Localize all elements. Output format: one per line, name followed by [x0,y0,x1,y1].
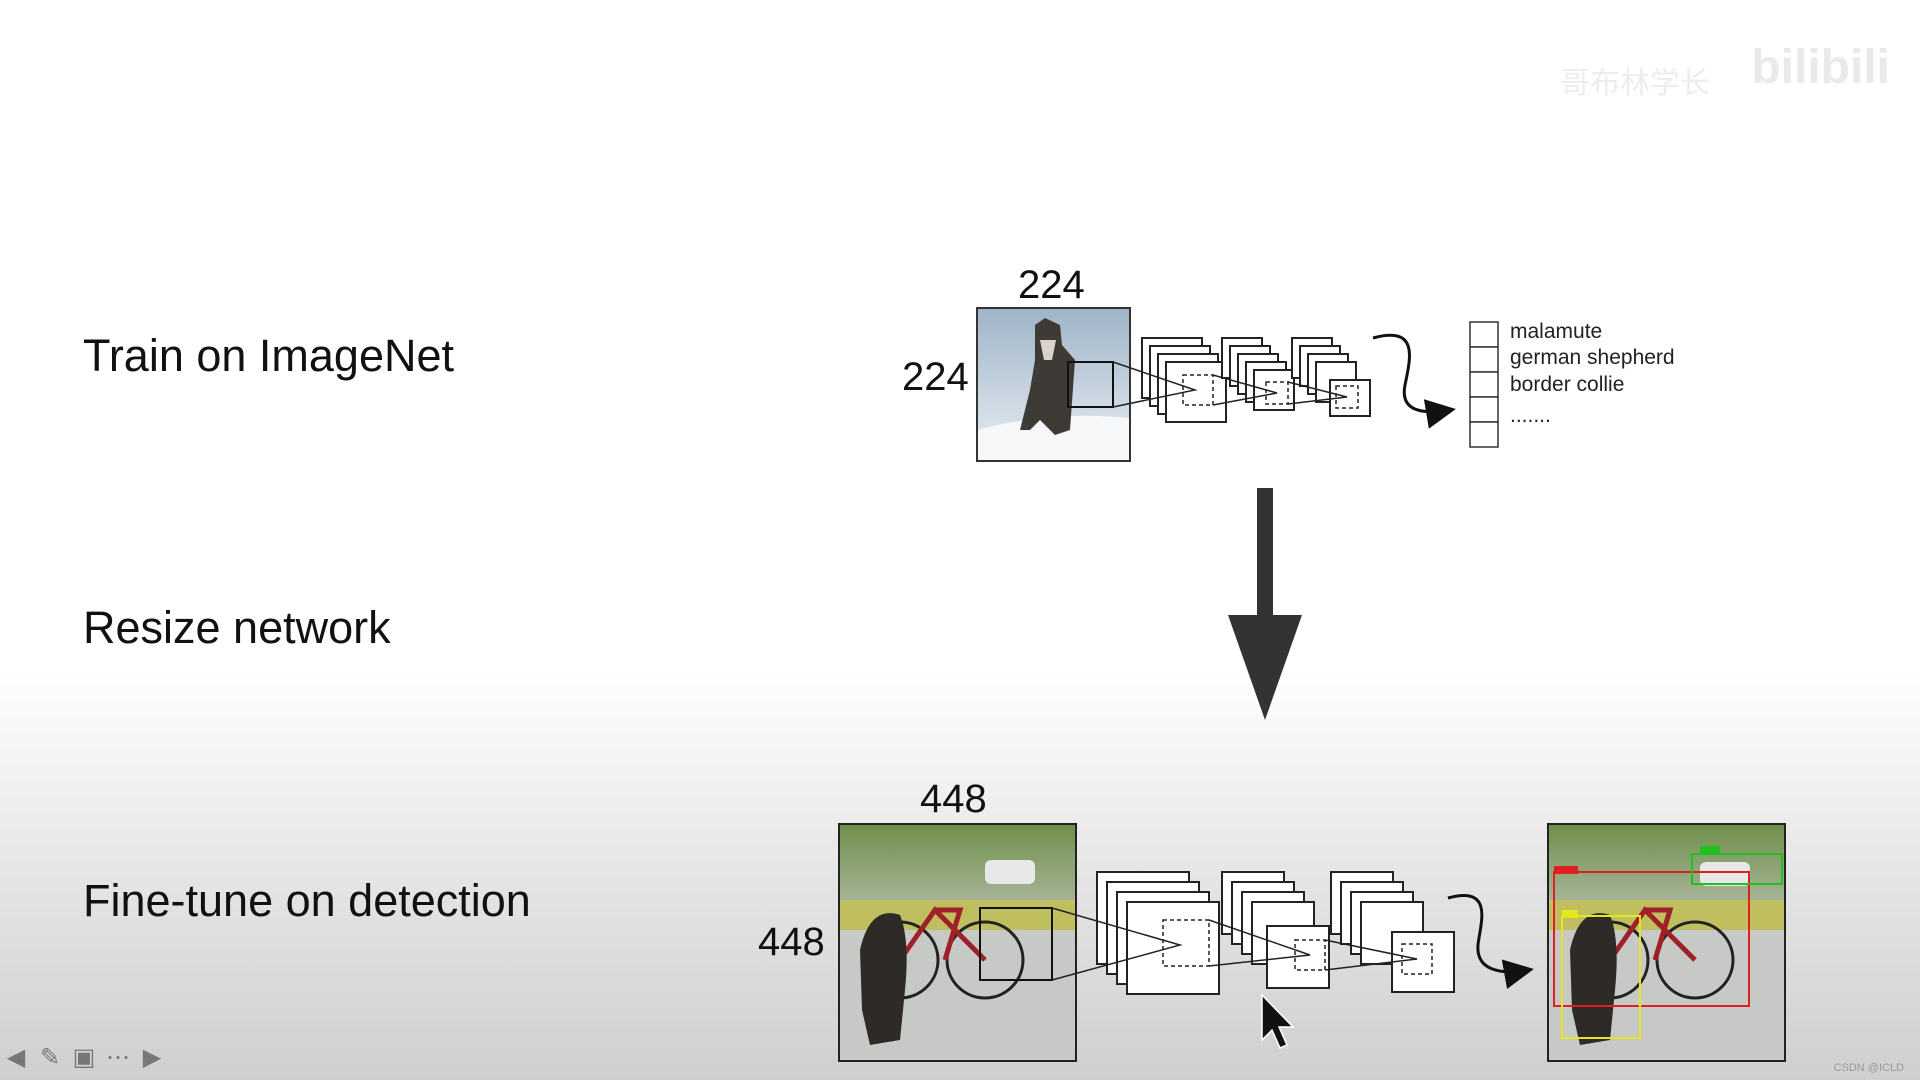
bike-dog-input-image [838,823,1077,1062]
next-arrow-icon[interactable]: ▶ [142,1044,162,1071]
dog-image [976,307,1131,462]
resize-down-arrow [1228,488,1302,720]
finetune-label: Fine-tune on detection [83,875,531,926]
bottom-conv-layers [1096,871,1455,995]
class-label-german-shepherd: german shepherd [1510,346,1675,369]
mouse-cursor-icon [1261,993,1295,1049]
slide-menu-icon[interactable]: ▣ [72,1044,96,1071]
bottom-output-arrow [1447,894,1534,989]
class-output-vector [1469,321,1499,448]
top-conv-layers [1141,337,1371,423]
class-label-malamute: malamute [1510,320,1603,343]
bottom-width-label: 448 [920,777,987,821]
class-label-border-collie: border collie [1510,373,1625,396]
bottom-height-label: 448 [758,920,825,964]
detection-output-image [1547,823,1786,1062]
watermark-text: 哥布林学长 [1560,67,1710,100]
top-width-label: 224 [1018,263,1085,307]
bilibili-logo: bilibili [1751,41,1890,94]
more-icon[interactable]: ⋯ [106,1044,130,1071]
pen-icon[interactable]: ✎ [39,1044,61,1071]
prev-arrow-icon[interactable]: ◀ [6,1044,26,1071]
csdn-credit: CSDN @ICLD [1833,1062,1904,1074]
resize-label: Resize network [83,602,391,653]
train-label: Train on ImageNet [83,330,455,381]
top-height-label: 224 [902,355,969,399]
bottom-receptive-fields [1051,907,1433,981]
class-label-ellipsis: ....... [1510,404,1551,427]
top-receptive-fields [1112,361,1359,409]
top-output-arrow [1372,333,1456,429]
